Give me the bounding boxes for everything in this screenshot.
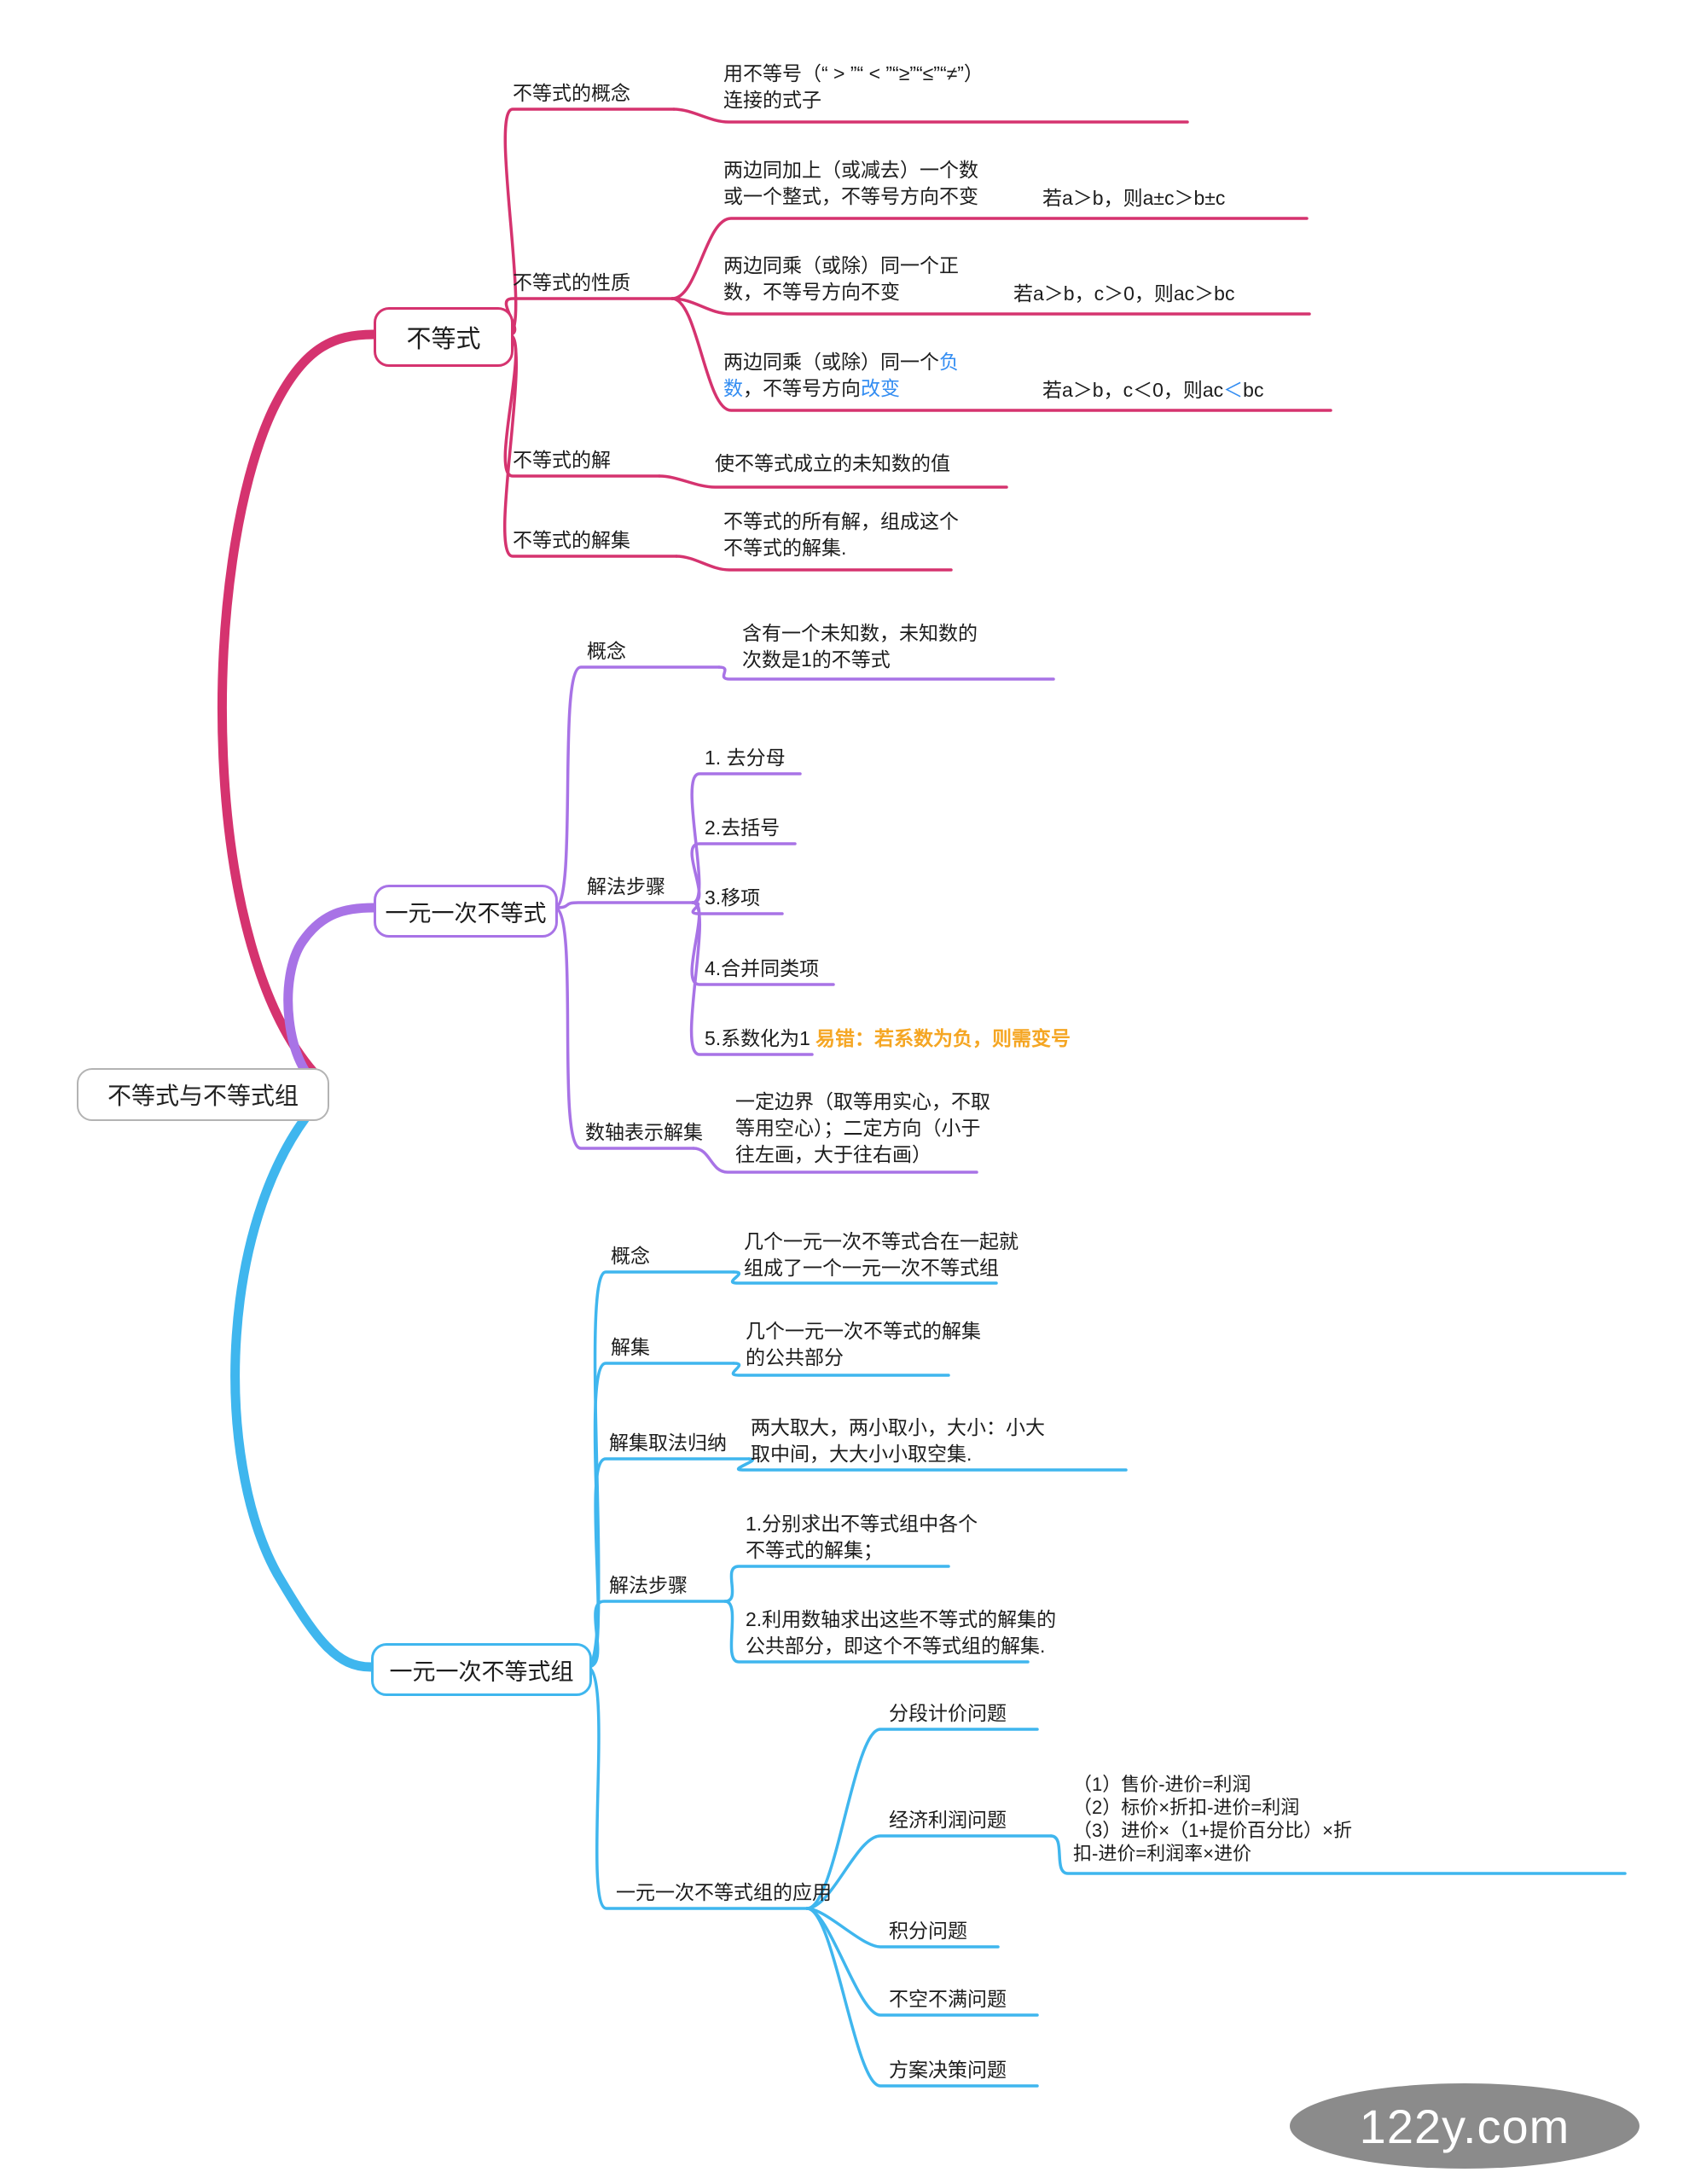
step-item-4[interactable]: 4.合并同类项 [705,957,820,979]
connector-line [503,333,678,558]
connector-line [805,1907,1000,1949]
connector-line [805,1728,1039,1910]
note-profit-formulas[interactable]: （1）售价-进价=利润 （2）标价×折扣-进价=利润 （3）进价×（1+提价百分… [1073,1774,1353,1864]
connector-line [717,665,1055,681]
connector-line [585,1665,809,1910]
connector-line [670,217,1309,300]
watermark-badge: 122y.com [1290,2083,1639,2169]
formula-3-highlight: ＜ [1223,379,1244,401]
formula-3-text: 若a＞b，c＜0，则ac [1042,379,1224,401]
apply-item-capacity[interactable]: 不空不满问题 [889,1988,1007,2010]
connector-line [658,474,1008,489]
connector-line [723,1565,950,1603]
branch-topic-inequality-system[interactable]: 一元一次不等式组 [371,1643,592,1696]
formula-3-text2: bc [1243,379,1264,401]
step-item-2[interactable]: 2.去括号 [705,816,781,839]
topic-properties-label[interactable]: 不等式的性质 [513,271,630,293]
connector-line [585,1600,727,1669]
connector-line [504,297,674,336]
root-topic[interactable]: 不等式与不等式组 [77,1068,329,1121]
note-property-3-highlight2: 改变 [861,377,900,399]
topic-solution-label[interactable]: 不等式的解 [513,449,611,471]
apply-item-profit[interactable]: 经济利润问题 [889,1809,1007,1831]
trunk-branch1 [218,329,379,1087]
note-number-line[interactable]: 一定边界（取等用实心，不取 等用空心）；二定方向（小于 往左画，大于往右画） [735,1090,990,1165]
connector-line [736,1457,1128,1472]
warning-note[interactable]: 易错：若系数为负，则需变号 [815,1027,1071,1049]
connector-line [692,1147,978,1174]
connector-line [670,297,1332,412]
topic-steps3-label[interactable]: 解法步骤 [609,1574,688,1596]
note-property-2[interactable]: 两边同乘（或除）同一个正 数，不等号方向不变 [723,254,959,303]
connector-line [723,1600,1030,1664]
topic-concept2-label[interactable]: 概念 [587,640,626,662]
connector-line [730,1270,998,1285]
topic-number-line-label[interactable]: 数轴表示解集 [585,1121,703,1143]
note-rule[interactable]: 两大取大，两小取小，大小：小大 取中间，大大小小取空集. [751,1416,1045,1465]
note-property-3[interactable]: 两边同乘（或除）同一个负 数，不等号方向改变 [723,349,959,402]
connector-line [553,901,694,909]
step-item-5[interactable]: 5.系数化为1 [705,1027,810,1049]
note-step3-2[interactable]: 2.利用数轴求出这些不等式的解集的 公共部分，即这个不等式组的解集. [746,1608,1057,1657]
connector-line [731,1362,950,1377]
topic-concept3-label[interactable]: 概念 [611,1245,650,1267]
step-item-3[interactable]: 3.移项 [705,886,761,909]
note-property-3-highlight: 负 数 [723,351,959,399]
connector-line [672,107,1189,124]
formula-property-2[interactable]: 若a＞b，c＞0，则ac＞bc [1013,282,1235,305]
topic-steps-label[interactable]: 解法步骤 [587,875,665,897]
note-concept[interactable]: 用不等号（“ > ”“ < ”“≥”“≤”“≠”） 连接的式子 [723,62,984,111]
topic-rule-label[interactable]: 解集取法归纳 [609,1432,727,1454]
connector-line [670,297,1311,316]
connector-line [553,665,721,909]
note-property-1[interactable]: 两边同加上（或减去）一个数 或一个整式，不等号方向不变 [723,159,978,207]
connector-line [585,1270,735,1669]
trunk-branch3 [230,1092,376,1672]
note-property-3-text2: ，不等号方向 [743,377,861,399]
connector-line [805,1907,1039,2088]
connector-line [689,901,814,1056]
connector-line [805,1834,1053,1910]
connector-line [585,1362,735,1669]
connector-line [503,107,676,336]
step-item-1[interactable]: 1. 去分母 [705,746,786,769]
note-step3-1[interactable]: 1.分别求出不等式组中各个 不等式的解集； [746,1513,978,1561]
note-concept2[interactable]: 含有一个未知数，未知数的 次数是1的不等式 [742,622,978,671]
connector-line [1049,1834,1627,1875]
topic-concept-label[interactable]: 不等式的概念 [513,82,630,104]
connector-line [690,842,797,904]
topic-solution-set-label[interactable]: 不等式的解集 [513,529,630,551]
branch-topic-linear-inequality[interactable]: 一元一次不等式 [374,885,558,938]
connector-line [675,555,953,572]
note-solution-set3[interactable]: 几个一元一次不等式的解集 的公共部分 [746,1320,981,1368]
apply-item-decision[interactable]: 方案决策问题 [889,2059,1007,2081]
note-solution-set[interactable]: 不等式的所有解，组成这个 不等式的解集. [723,510,959,559]
formula-property-3[interactable]: 若a＞b，c＜0，则ac＜bc [1042,377,1263,404]
note-solution[interactable]: 使不等式成立的未知数的值 [715,452,950,474]
note-property-3-text: 两边同乘（或除）同一个 [723,351,939,373]
trunk-branch2 [283,903,379,1094]
topic-application-label[interactable]: 一元一次不等式组的应用 [616,1881,832,1903]
formula-property-1[interactable]: 若a＞b，则a±c＞b±c [1042,187,1226,209]
apply-item-points[interactable]: 积分问题 [889,1920,967,1942]
note-concept3[interactable]: 几个一元一次不等式合在一起就 组成了一个一元一次不等式组 [744,1230,1019,1279]
apply-item-pricing[interactable]: 分段计价问题 [889,1702,1007,1724]
connector-line [585,1457,751,1669]
topic-solution-set3-label[interactable]: 解集 [611,1336,650,1358]
branch-topic-inequality[interactable]: 不等式 [374,307,514,367]
connector-line [553,906,695,1150]
